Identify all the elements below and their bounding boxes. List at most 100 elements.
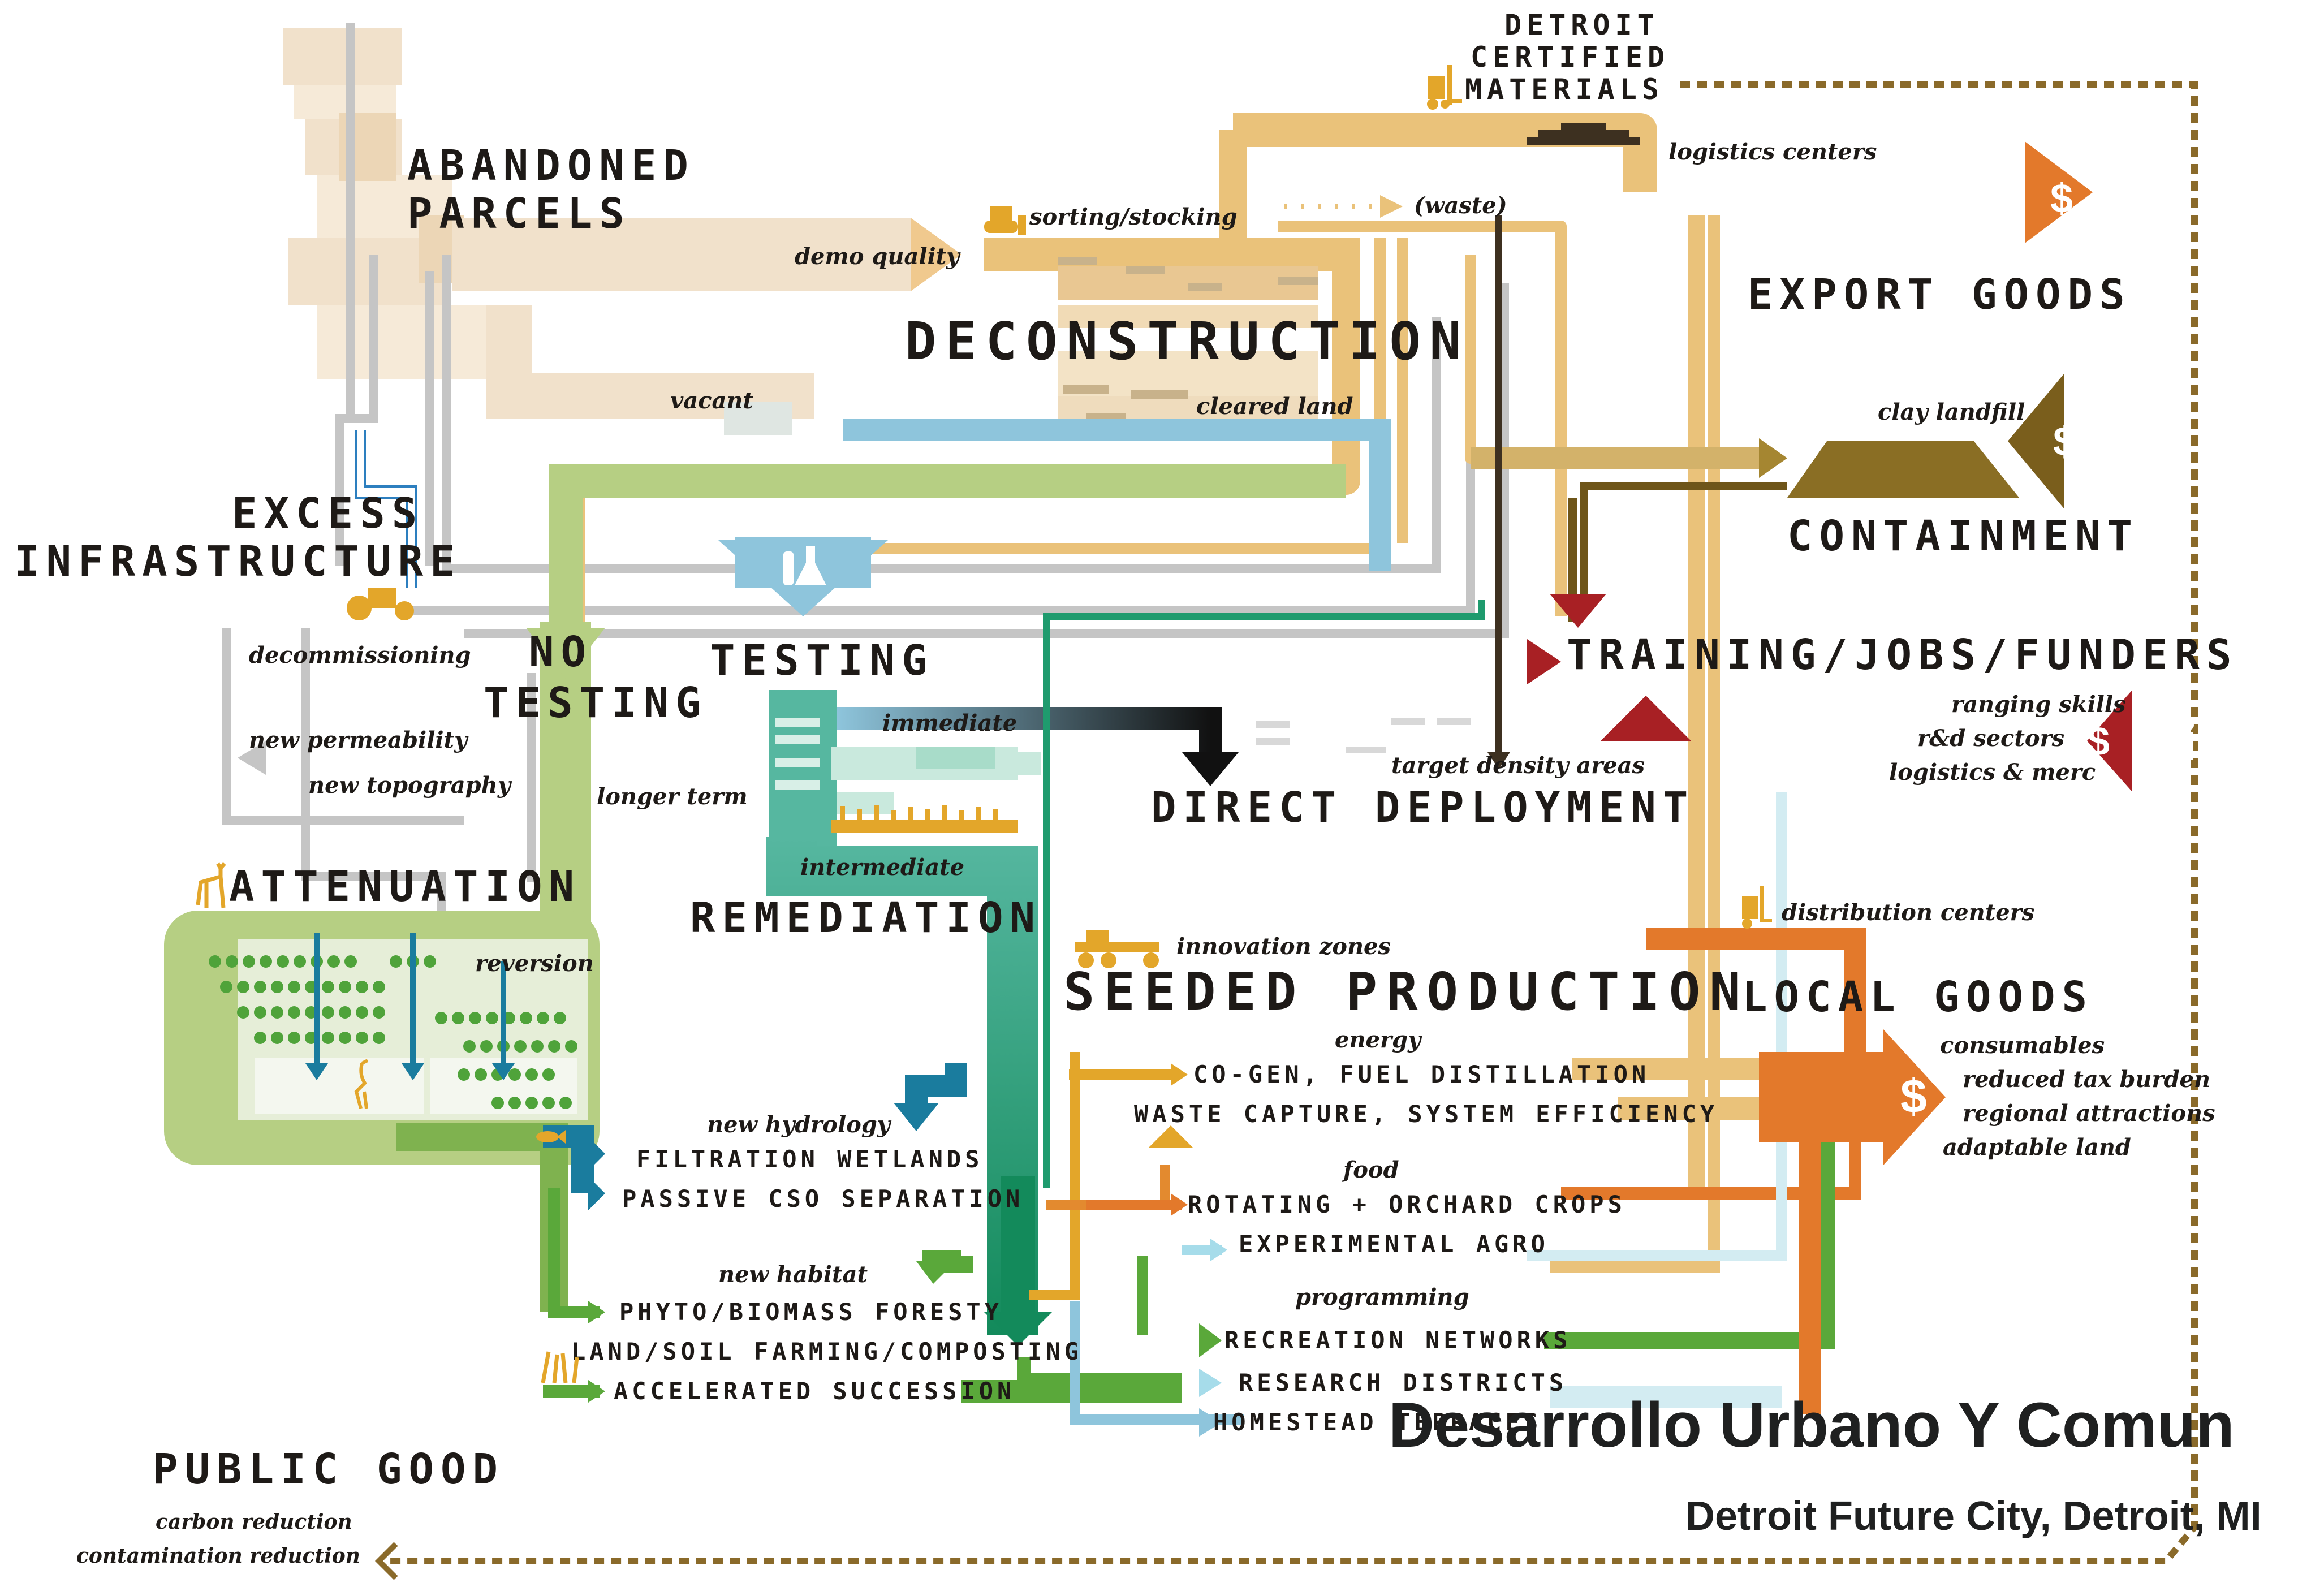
tree-dot	[209, 955, 221, 968]
tree-dot	[531, 1040, 544, 1053]
orchard-arrowhead	[1171, 1193, 1188, 1216]
outcome-cogen: CO-GEN, FUEL DISTILLATION	[1193, 1060, 1650, 1088]
tree-dot	[220, 981, 232, 993]
tree-dot	[537, 1012, 549, 1024]
label-programming: programming	[1295, 1284, 1469, 1310]
attenuation-drop-arrowhead-2	[402, 1063, 424, 1080]
no-testing-arrowhead	[526, 628, 605, 679]
remediation-flow	[766, 837, 1038, 1335]
public-good-list-item-2: contamination reduction	[76, 1544, 360, 1568]
agro-arrowhead	[1210, 1239, 1227, 1261]
green-connector	[1043, 600, 1485, 1188]
outcome-rotating-orchard: ROTATING + ORCHARD CROPS	[1188, 1191, 1626, 1218]
tree-dot	[271, 1032, 283, 1044]
tree-dot	[486, 1012, 498, 1024]
label-energy: energy	[1335, 1027, 1421, 1053]
outcome-land-soil: LAND/SOIL FARMING/COMPOSTING	[571, 1338, 1083, 1365]
tree-dot	[322, 1006, 334, 1019]
label-food: food	[1343, 1157, 1399, 1183]
local-goods-list-item-4: adaptable land	[1943, 1134, 2131, 1161]
deer-icon	[196, 862, 226, 908]
tree-dot	[356, 1032, 368, 1044]
tree-dot	[288, 1032, 300, 1044]
grader-icon	[1075, 930, 1159, 968]
heading-local-goods: LOCAL GOODS	[1742, 973, 2094, 1021]
heading-attenuation: ATTENUATION	[229, 862, 581, 911]
tree-dot	[294, 955, 306, 968]
distribution-forklift-icon	[1742, 886, 1772, 929]
heading-excess-line1: EXCESS	[232, 489, 424, 538]
export-arrowhead	[2025, 141, 2093, 243]
local-goods-loop	[1646, 928, 1866, 1063]
homestead-arrowhead	[1199, 1408, 1222, 1437]
outcome-homestead-terraces: HOMESTEAD TERRACES	[1213, 1408, 1542, 1436]
tree-dot	[508, 1097, 521, 1109]
label-decommissioning: decommissioning	[249, 642, 471, 669]
outcome-phyto-biomass: PHYTO/BIOMASS FORESTY	[619, 1298, 1003, 1326]
outputs-to-local-goods	[1527, 792, 1861, 1414]
remediation-crops-icon	[831, 805, 1018, 833]
heading-remediation: REMEDIATION	[690, 894, 1042, 942]
label-logistics-centers: logistics centers	[1668, 139, 1877, 165]
tree-dot	[237, 981, 249, 993]
succession-grass-icon	[541, 1351, 579, 1383]
tree-dot	[254, 981, 266, 993]
dollar-icon-export: $	[2050, 176, 2073, 221]
tree-dot	[452, 1012, 464, 1024]
immediate-arrowhead	[1182, 752, 1239, 786]
tree-dots	[209, 955, 577, 1109]
outcome-research-districts: RESEARCH DISTRICTS	[1239, 1369, 1568, 1396]
tree-dot	[542, 1068, 555, 1081]
label-new-hydrology: new hydrology	[707, 1111, 891, 1138]
new-hydrology-flow	[905, 1063, 967, 1109]
label-distribution-centers: distribution centers	[1782, 899, 2035, 926]
heading-detroit-line3: MATERIALS	[1465, 73, 1664, 106]
distribution-vertical-flow	[1550, 215, 1720, 1273]
tree-dot	[226, 955, 238, 968]
tree-dot	[254, 1032, 266, 1044]
tree-dot	[288, 981, 300, 993]
heading-no-testing-line1: NO	[529, 628, 593, 676]
tree-dot	[525, 1097, 538, 1109]
heron-icon	[354, 1059, 369, 1109]
flask-icon	[783, 546, 826, 585]
tree-dot	[514, 1040, 527, 1053]
heading-abandoned-line1: ABANDONED	[407, 141, 695, 190]
outcome-experimental-agro: EXPERIMENTAL AGRO	[1239, 1230, 1549, 1258]
new-hydrology-arrowhead	[894, 1103, 939, 1131]
dollar-icon-local-goods: $	[1900, 1070, 1927, 1123]
tree-dot	[277, 955, 289, 968]
label-target-density-areas: target density areas	[1391, 752, 1645, 779]
clay-landfill-arrowhead	[2008, 373, 2064, 509]
tree-dot	[390, 955, 402, 968]
tree-dot	[373, 1032, 385, 1044]
label-vacant: vacant	[670, 387, 753, 414]
tree-dot	[237, 1006, 249, 1019]
tree-dot	[520, 1012, 532, 1024]
tree-dot	[435, 1012, 447, 1024]
direct-deployment-stubs	[1256, 718, 1471, 753]
tree-dot	[260, 955, 272, 968]
tree-dot	[373, 981, 385, 993]
materials-stack-icon	[1527, 123, 1640, 145]
containment-mound	[1787, 441, 2019, 498]
local-goods-arrowhead	[1883, 1029, 1946, 1165]
label-new-topography: new topography	[308, 772, 511, 799]
fish-icon	[536, 1130, 566, 1144]
heading-testing: TESTING	[710, 636, 934, 685]
local-to-training-arrowhead	[1601, 696, 1691, 741]
dashed-loop-arrowhead	[374, 1542, 398, 1580]
tree-dot	[271, 981, 283, 993]
tree-dot	[327, 955, 340, 968]
tree-dot	[254, 1006, 266, 1019]
tree-dot	[356, 981, 368, 993]
truck-icon	[1844, 189, 1997, 219]
label-intermediate: intermediate	[800, 854, 965, 881]
funders-list-item-2: r&d sectors	[1917, 725, 2065, 752]
tree-dot	[548, 1040, 560, 1053]
waste-flow	[1284, 195, 1403, 218]
outcome-passive-cso: PASSIVE CSO SEPARATION	[622, 1185, 1024, 1213]
demo-quality-arrowhead	[911, 218, 961, 291]
steamroller-icon	[347, 588, 414, 620]
